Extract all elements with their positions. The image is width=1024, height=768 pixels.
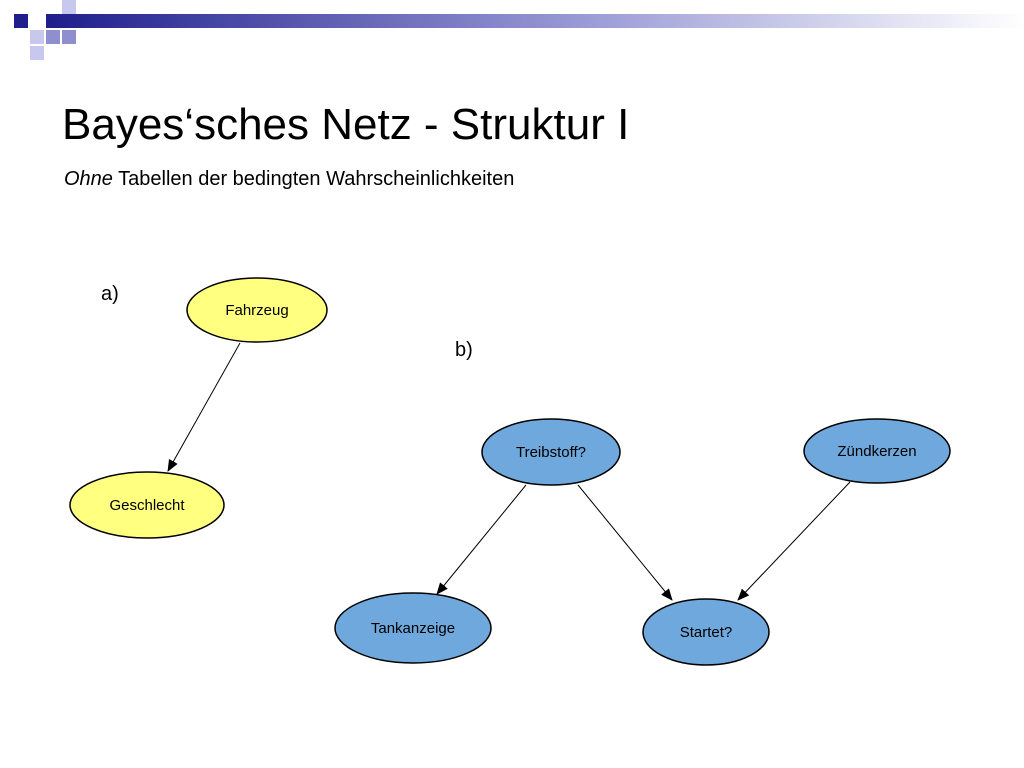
header-square-mid-2 <box>62 30 76 44</box>
node-fahrzeug-shape <box>186 277 328 343</box>
node-treibstoff-label: Treibstoff? <box>516 444 586 461</box>
node-geschlecht-shape <box>69 471 225 539</box>
header-decoration <box>14 0 1024 60</box>
header-square-light-2 <box>62 0 76 14</box>
diagram-a-label: a) <box>101 283 119 305</box>
edge-zuendkerzen-startet <box>737 481 851 601</box>
node-fahrzeug-label: Fahrzeug <box>225 302 288 319</box>
node-geschlecht-label: Geschlecht <box>109 497 185 514</box>
edge-treibstoff-tankanzeige <box>436 484 527 595</box>
node-tankanzeige-shape <box>334 592 492 664</box>
node-tankanzeige: Tankanzeige <box>334 592 492 664</box>
edge-fahrzeug-geschlecht <box>167 342 241 472</box>
edge-treibstoff-startet <box>577 484 673 601</box>
diagram-b: b) Treibstoff? Zündkerzen Tankanzeige St… <box>334 339 951 666</box>
header-square-light-1 <box>30 30 44 44</box>
subtitle-text: Tabellen der bedingten Wahrscheinlichkei… <box>118 168 515 190</box>
node-tankanzeige-label: Tankanzeige <box>371 620 455 637</box>
header-square-dark <box>14 14 28 28</box>
subtitle-emphasis: Ohne <box>64 168 113 190</box>
node-geschlecht: Geschlecht <box>69 471 225 539</box>
node-startet: Startet? <box>642 598 770 666</box>
diagram-b-label: b) <box>455 339 473 361</box>
node-treibstoff: Treibstoff? <box>481 418 621 486</box>
header-gradient-bar <box>46 14 1024 28</box>
node-zuendkerzen: Zündkerzen <box>803 418 951 484</box>
node-startet-shape <box>642 598 770 666</box>
slide-title: Bayes‘sches Netz - Struktur I <box>62 100 630 149</box>
header-square-mid-1 <box>46 30 60 44</box>
node-startet-label: Startet? <box>680 624 733 641</box>
slide-subtitle: Ohne Tabellen der bedingten Wahrscheinli… <box>64 168 514 191</box>
node-treibstoff-shape <box>481 418 621 486</box>
node-zuendkerzen-shape <box>803 418 951 484</box>
node-fahrzeug: Fahrzeug <box>186 277 328 343</box>
node-zuendkerzen-label: Zündkerzen <box>837 443 916 460</box>
diagram-a: a) Fahrzeug Geschlecht <box>69 277 328 539</box>
header-square-light-3 <box>30 46 44 60</box>
